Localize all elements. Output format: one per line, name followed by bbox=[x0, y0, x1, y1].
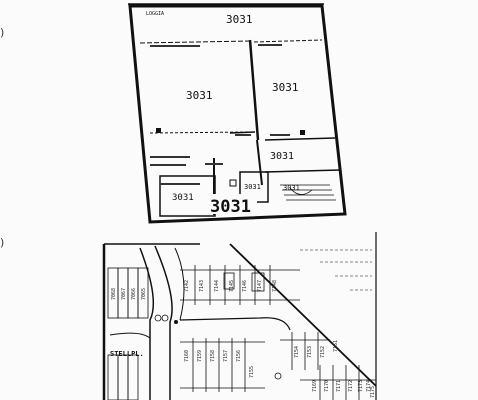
parcel-number: 7154 bbox=[294, 346, 300, 358]
parking-label: STELLPL. bbox=[110, 350, 144, 358]
room-code: 3031 bbox=[283, 184, 300, 192]
parcel-number: 7171 bbox=[336, 380, 342, 392]
parcel-number: 7156 bbox=[236, 350, 242, 362]
parcel-number: 7143 bbox=[199, 280, 205, 292]
left-parcels bbox=[107, 267, 149, 400]
fixture bbox=[229, 179, 237, 187]
parcel-number: 7145 bbox=[229, 280, 235, 292]
room-code: 3031 bbox=[244, 183, 261, 191]
tree-symbol bbox=[161, 314, 169, 322]
margin-mark-top: ) bbox=[0, 26, 5, 39]
parcel-number: 7160 bbox=[184, 350, 190, 362]
room-code-stamp: 3031 bbox=[210, 197, 251, 217]
road-edge bbox=[174, 247, 185, 321]
parcel-number: 7065 bbox=[141, 288, 147, 300]
parcel-number: 7153 bbox=[307, 346, 313, 358]
diagonal-boundary bbox=[229, 243, 377, 387]
parcel-number: 7142 bbox=[184, 280, 190, 292]
tree-symbol bbox=[174, 320, 178, 324]
parcel-number: 7144 bbox=[214, 280, 220, 292]
floor-plan-header: LOGGIA bbox=[146, 11, 164, 17]
parcel-number: 7148 bbox=[272, 280, 278, 292]
room-code: 3031 bbox=[226, 13, 253, 26]
outer-wall bbox=[128, 4, 347, 224]
dashed-boundaries bbox=[300, 249, 372, 291]
parcel-number: 7066 bbox=[131, 288, 137, 300]
parcel-number: 7155 bbox=[249, 366, 255, 378]
fixture bbox=[300, 130, 305, 135]
road-edge bbox=[109, 332, 151, 339]
partition-wall-center bbox=[248, 39, 260, 141]
top-row-parcels bbox=[180, 265, 300, 305]
floor-plan: LOGGIA 3031 3031 3031 3031 3031 3031 303… bbox=[128, 3, 347, 224]
partition-dashed-top bbox=[139, 40, 251, 44]
parcel-number: 7146 bbox=[242, 280, 248, 292]
lower-row-parcels bbox=[180, 332, 376, 400]
tree-symbol bbox=[274, 372, 282, 380]
parcel-number: 7173 bbox=[358, 380, 364, 392]
annotation-scribbles bbox=[150, 44, 290, 185]
parcel-number: 7068 bbox=[111, 288, 117, 300]
parcel-number: 7172 bbox=[348, 380, 354, 392]
parcel-number: 7169 bbox=[312, 380, 318, 392]
margin-mark-bottom: ) bbox=[0, 236, 5, 249]
parcel-number: 7067 bbox=[121, 288, 127, 300]
road-edge bbox=[179, 317, 291, 331]
parcel-number: 7174 bbox=[366, 380, 372, 392]
room-code: 3031 bbox=[272, 81, 299, 94]
parcel-number: 7151 bbox=[333, 340, 339, 352]
room-code: 3031 bbox=[186, 89, 213, 102]
parcel-number: 7158 bbox=[210, 350, 216, 362]
partition-right-low bbox=[264, 169, 341, 173]
fixture bbox=[156, 128, 161, 133]
stamp-background bbox=[209, 194, 257, 214]
parcel-number: 7157 bbox=[223, 350, 229, 362]
road-edge bbox=[154, 245, 173, 400]
parcel-number: 7170 bbox=[324, 380, 330, 392]
parcel-number: 7152 bbox=[320, 346, 326, 358]
parcel-number: 7159 bbox=[197, 350, 203, 362]
tree-symbol bbox=[154, 314, 162, 322]
partition-right-mid bbox=[264, 137, 336, 141]
site-plan: 7142 7143 7144 7145 7146 7147 7148 7160 7159 7158… bbox=[102, 232, 377, 400]
road-edge bbox=[139, 247, 155, 400]
partition-dashed-right bbox=[253, 39, 323, 43]
room-code: 3031 bbox=[270, 151, 294, 162]
partition-short bbox=[229, 131, 256, 134]
partition-wall-lower bbox=[256, 139, 263, 186]
parcel-number: 7147 bbox=[257, 280, 263, 292]
hatched-area bbox=[280, 184, 336, 201]
parcel-number: 7175 bbox=[370, 386, 376, 398]
room-code: 3031 bbox=[172, 193, 194, 203]
partition-dashed-mid bbox=[149, 131, 251, 134]
parcel-labels: 7142 7143 7144 7145 7146 7147 7148 7160 7159 7158… bbox=[111, 280, 376, 398]
